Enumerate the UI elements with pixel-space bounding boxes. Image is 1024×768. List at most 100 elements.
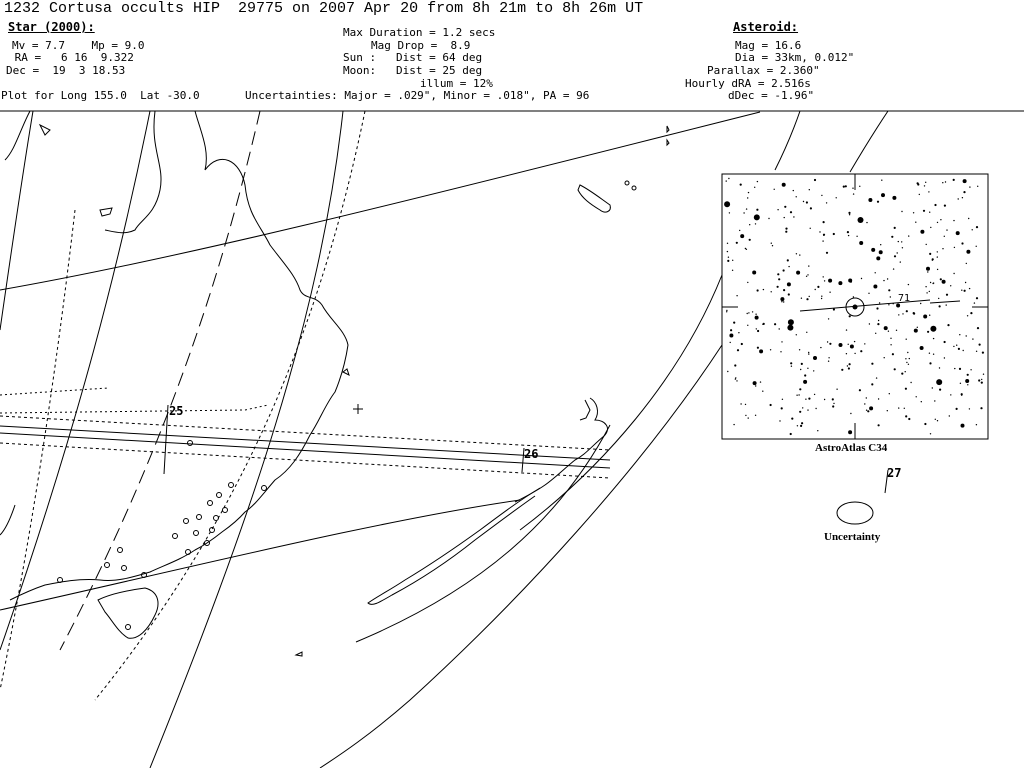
field-star [784,205,787,208]
moon-distance: Moon: Dist = 25 deg [343,64,483,77]
field-star [963,191,966,194]
field-star [908,235,910,237]
field-star [953,219,955,222]
field-star [859,241,864,245]
tick-26 [521,447,525,473]
field-star [807,409,809,411]
latitude-curve-north [0,111,761,291]
field-star [929,252,932,255]
field-star [781,341,783,343]
field-star [808,295,810,298]
field-star [922,209,926,212]
field-star [752,270,757,275]
field-star [980,407,983,410]
field-star [826,341,829,343]
field-star [946,229,948,231]
field-star [932,337,935,340]
field-star [978,343,981,346]
field-star [916,182,919,185]
field-star [966,249,971,254]
field-star [869,406,874,411]
island-small-2 [99,207,113,217]
path-limit-dashed-1 [59,110,261,651]
field-star [817,285,820,288]
field-star [847,367,851,370]
path-center-north [0,425,611,461]
field-star [939,388,942,391]
asteroid-track [799,299,931,312]
uncertainty-label: Uncertainty [824,531,881,543]
field-star [932,282,934,285]
field-star [865,409,868,411]
field-star [927,271,929,273]
field-star [726,242,729,244]
field-star [886,278,889,280]
field-star [947,324,950,327]
field-star [943,357,946,359]
field-star [896,303,901,308]
field-star [938,297,940,300]
field-star [954,367,956,370]
field-star [848,315,851,318]
field-star [798,394,800,396]
asteroid-ddec: dDec = -1.96" [728,89,815,102]
field-star [836,388,838,390]
field-star [908,357,910,360]
island-small-5 [294,651,303,657]
field-star [795,253,798,255]
field-star [858,389,862,392]
field-star [727,256,730,258]
field-star [934,418,936,420]
field-star [740,342,743,346]
field-star [888,304,890,306]
field-star [847,343,849,345]
field-star [724,201,731,208]
field-star [908,417,911,421]
field-star [868,323,871,325]
field-star [926,292,928,294]
field-star [889,296,891,298]
field-star [880,244,882,246]
field-star [915,396,917,398]
field-star [762,323,764,325]
field-star [798,349,801,351]
field-star [901,247,904,249]
field-star [734,364,737,367]
star-chart-label: AstroAtlas C34 [815,442,888,454]
field-star [930,325,937,332]
field-star [873,284,878,289]
field-star [888,393,890,395]
field-star [936,221,939,224]
new-caledonia [577,184,611,213]
field-star [770,242,772,244]
field-star [905,415,908,418]
field-star [978,379,981,382]
field-star [883,326,888,331]
field-star [823,280,826,282]
field-star [976,327,980,330]
field-star [778,278,781,281]
field-star [913,328,918,333]
field-star [854,352,856,355]
field-star [928,191,930,193]
field-star [736,349,740,352]
field-star [755,328,757,330]
field-star [777,209,779,211]
field-star [730,329,733,332]
field-star [975,424,978,426]
field-star [809,227,811,229]
field-star [965,379,970,383]
island-small-3 [666,125,670,134]
tick-27 [884,469,889,494]
field-star [748,238,751,241]
field-star [981,378,983,381]
field-star [955,231,960,236]
limb-inner [519,274,723,531]
meridian-east [355,424,611,643]
meridian-west-1 [0,110,34,331]
field-star [747,324,749,326]
field-star [901,372,904,375]
field-star [748,312,750,314]
field-star [795,196,797,198]
field-star [793,216,795,218]
